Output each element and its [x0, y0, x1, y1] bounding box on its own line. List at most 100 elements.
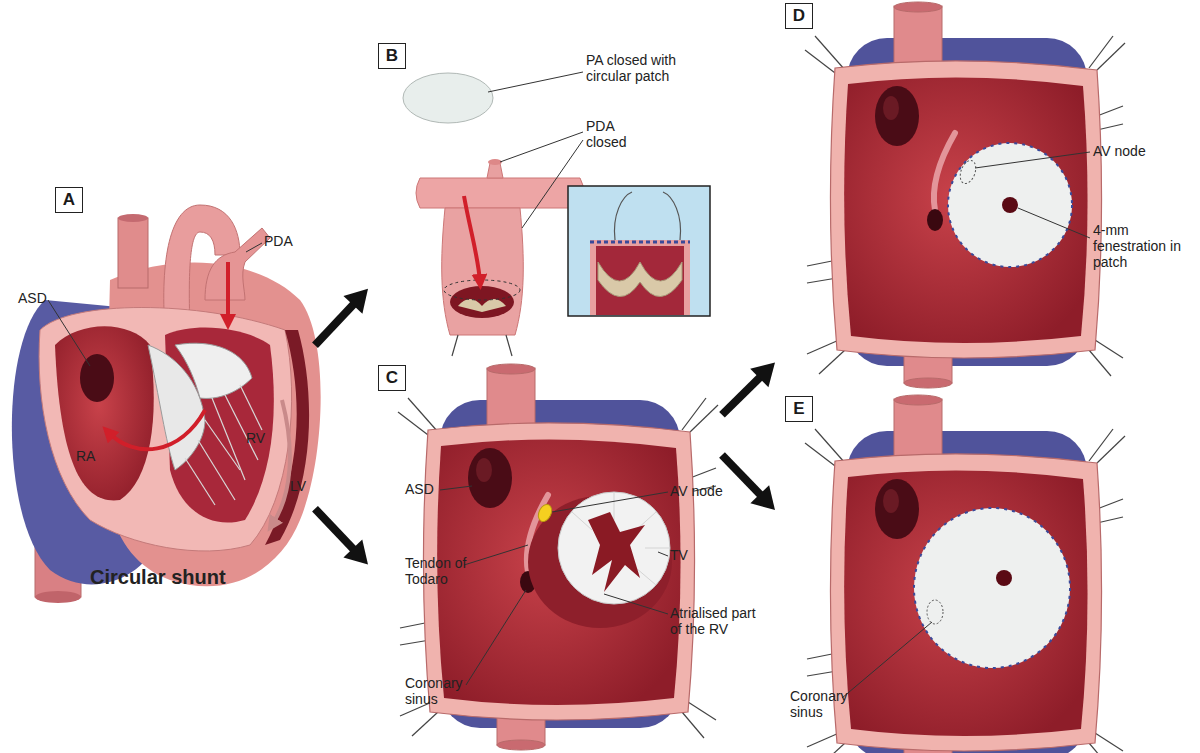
anatomy-label: RA [76, 448, 106, 464]
figure-panel: B [368, 40, 720, 355]
figure-panel: C [368, 360, 722, 725]
flow-arrow [722, 455, 775, 510]
valve-radial-line [645, 548, 670, 549]
arrow-head [750, 485, 775, 510]
valve-radial-line [614, 492, 615, 520]
arrow-shaft [315, 509, 356, 552]
leader-line [842, 622, 932, 698]
leader-line [975, 152, 1090, 168]
chordae [185, 458, 215, 505]
atrial-septal-defect [80, 354, 114, 402]
leader-line [48, 300, 90, 366]
arrow-shaft [722, 375, 762, 415]
cut-wall [39, 308, 292, 551]
anatomy-label: PDA closed [586, 118, 646, 150]
leader-line [48, 243, 262, 366]
anatomy-label: PDA [264, 233, 304, 249]
pulmonary-branches [416, 178, 584, 208]
arrow-head [343, 289, 368, 314]
arrow-shaft [315, 302, 356, 346]
flow-arrow [464, 196, 480, 282]
opened-right-atrium [398, 364, 718, 750]
anatomy-label: ASD [405, 481, 445, 497]
superior-vena-cava [118, 218, 148, 288]
chordae [198, 440, 235, 500]
opened-right-atrium [805, 395, 1125, 753]
arrow-shaft [722, 455, 763, 497]
fenestrated-patch [914, 508, 1070, 668]
leader-line [440, 486, 668, 685]
leader-line [488, 72, 583, 92]
anatomy-label: 4-mm fenestration in patch [1093, 222, 1183, 270]
arrow-head [750, 363, 775, 388]
valve-leaflet [598, 262, 682, 297]
chordae [240, 385, 262, 430]
superior-vena-cava [118, 214, 148, 222]
flow-arrow [272, 400, 290, 525]
fenestration [996, 570, 1012, 586]
valve-orifice [588, 512, 645, 592]
leader-line [488, 72, 583, 228]
valve-leaflet [458, 299, 506, 312]
leader-line [522, 140, 583, 228]
anatomy-label: TV [670, 547, 710, 563]
panel-letter: D [793, 6, 805, 26]
flow-arrow [315, 509, 368, 565]
chordae [225, 395, 258, 460]
suture-thread [663, 192, 681, 240]
panel-letter-box: A [55, 187, 83, 213]
anatomy-label: LV [290, 478, 320, 494]
flow-arrow [108, 410, 205, 449]
leader-line [246, 243, 262, 252]
right-atrial-cavity [55, 326, 154, 500]
leader-line [975, 152, 1090, 238]
leader-line [658, 552, 668, 556]
panel-letter: C [386, 368, 398, 388]
flow-arrow [722, 363, 775, 415]
panel-letter-box: D [785, 3, 813, 29]
anatomy-label: AV node [670, 483, 750, 499]
anatomy-label: ASD [18, 290, 58, 306]
heart-illustration [12, 205, 321, 603]
pulmonary-trunk [442, 208, 524, 335]
circular-patch [403, 73, 493, 123]
anatomy-label: Coronary sinus [790, 688, 860, 720]
panel-caption: Circular shunt [90, 565, 290, 589]
anatomy-label: PA closed with circular patch [586, 52, 716, 84]
arrow-head [343, 540, 368, 565]
patch-suture [590, 241, 690, 244]
ligated-duct [487, 163, 503, 178]
inset-lumen [596, 246, 684, 315]
anatomy-label: Tendon of Todaro [405, 555, 467, 587]
anatomy-label: Coronary sinus [405, 675, 475, 707]
leader-line [466, 590, 526, 685]
leader-line [604, 594, 668, 614]
chordae [212, 398, 245, 480]
suture-thread [614, 192, 632, 240]
panel-letter-box: C [378, 365, 406, 391]
figure-panel: D [775, 0, 1195, 370]
ductus-arteriosus [205, 228, 270, 300]
opened-right-atrium [805, 2, 1125, 388]
fenestration [1002, 197, 1018, 213]
fenestrated-patch [948, 143, 1072, 267]
tricuspid-leaflet [175, 343, 252, 398]
panel-letter-box: E [785, 396, 813, 422]
av-node-marker [536, 502, 554, 523]
inset-frame [568, 186, 710, 316]
patch-over-sinus-view [842, 508, 1070, 698]
leader-line [440, 486, 472, 490]
patch-line [444, 280, 520, 300]
anatomy-label: RV [246, 430, 276, 446]
flow-arrow [226, 262, 230, 322]
fenestrated-patch-view [948, 143, 1090, 267]
coronary-sinus-outline [927, 600, 943, 624]
pulmonary-closure-illustration [403, 72, 710, 356]
trunk-opening [450, 286, 514, 318]
retraction-suture [452, 335, 512, 356]
ligated-duct [488, 159, 502, 165]
retraction-suture [506, 335, 512, 356]
anatomy-label: AV node [1093, 143, 1173, 159]
